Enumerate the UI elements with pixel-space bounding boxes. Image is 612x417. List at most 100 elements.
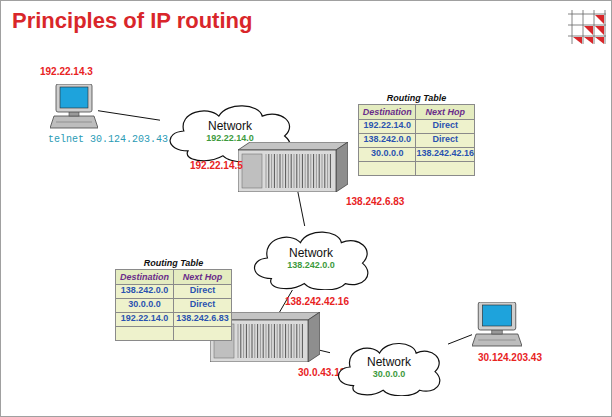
router-slot bbox=[268, 154, 269, 188]
router-slot bbox=[274, 324, 275, 358]
routing-table: Routing TableDestinationNext Hop138.242.… bbox=[115, 257, 232, 340]
table-cell: 138.242.0.0 bbox=[116, 285, 174, 299]
router-slot bbox=[282, 324, 283, 358]
router-side bbox=[308, 312, 320, 362]
router-top bbox=[238, 142, 348, 150]
network-address: 138.242.0.0 bbox=[287, 260, 335, 271]
router-slot bbox=[327, 154, 328, 188]
router-slot bbox=[299, 324, 300, 358]
table-cell bbox=[416, 162, 475, 176]
router-slot bbox=[271, 324, 272, 358]
router-slot bbox=[260, 324, 261, 358]
table-cell: Direct bbox=[416, 134, 475, 148]
router-symbol bbox=[238, 142, 348, 192]
router-slot bbox=[291, 154, 292, 188]
router-slot bbox=[302, 324, 303, 358]
ip-address: 192.22.14.3 bbox=[40, 66, 93, 77]
table-title: Routing Table bbox=[115, 257, 232, 269]
router-slot bbox=[313, 154, 314, 188]
computer-base bbox=[472, 334, 522, 346]
cloud-outline bbox=[255, 232, 368, 290]
computer-symbol bbox=[50, 84, 98, 130]
computer-base bbox=[50, 116, 98, 128]
router-slot bbox=[294, 154, 295, 188]
router-slot bbox=[266, 154, 267, 188]
routing-table: Routing TableDestinationNext Hop192.22.1… bbox=[358, 92, 475, 175]
slide-title: Principles of IP routing bbox=[12, 8, 252, 34]
table-cell: 192.22.14.0 bbox=[116, 313, 174, 327]
router-slot bbox=[249, 324, 250, 358]
table-cell: 138.242.6.83 bbox=[174, 313, 232, 327]
table-cell: Direct bbox=[174, 285, 232, 299]
router-slot bbox=[299, 154, 300, 188]
table-title: Routing Table bbox=[358, 92, 475, 104]
table-header-cell: Next Hop bbox=[416, 105, 475, 120]
router-slot bbox=[310, 154, 311, 188]
router-node: 192.22.14.5138.242.6.83 bbox=[238, 142, 348, 192]
table-cell: Direct bbox=[416, 120, 475, 134]
network-link bbox=[298, 192, 305, 226]
router-slot bbox=[257, 324, 258, 358]
table-cell: 30.0.0.0 bbox=[116, 299, 174, 313]
table-cell: 138.242.0.0 bbox=[359, 134, 416, 148]
router-slot bbox=[252, 324, 253, 358]
router-slot bbox=[266, 324, 267, 358]
network-name: Network bbox=[367, 355, 411, 369]
router-slot bbox=[240, 324, 241, 358]
router-front bbox=[238, 150, 336, 192]
router-panel bbox=[242, 154, 262, 188]
logo-grid bbox=[568, 10, 606, 44]
router-slot bbox=[263, 324, 264, 358]
table-cell bbox=[359, 162, 416, 176]
router-slot bbox=[288, 324, 289, 358]
router-slot bbox=[322, 154, 323, 188]
logo-marks bbox=[573, 15, 604, 44]
router-slot bbox=[280, 324, 281, 358]
table-header-cell: Destination bbox=[359, 105, 416, 120]
network-cloud: Network30.0.0.0 bbox=[330, 338, 448, 396]
router-slot bbox=[291, 324, 292, 358]
router-slot bbox=[271, 154, 272, 188]
router-slot bbox=[296, 324, 297, 358]
keyboard-line bbox=[56, 122, 92, 123]
cloud-text-group: Network138.242.0.0 bbox=[245, 226, 377, 290]
monitor-screen bbox=[482, 305, 511, 326]
router-slot bbox=[277, 154, 278, 188]
interface-address: 138.242.42.16 bbox=[285, 296, 349, 307]
table-cell bbox=[116, 327, 174, 341]
network-link bbox=[320, 350, 330, 352]
computer-node: 30.124.203.43 bbox=[472, 302, 522, 348]
router-side bbox=[336, 142, 348, 192]
router-slot bbox=[238, 324, 239, 358]
table-cell: 138.242.42.16 bbox=[416, 148, 475, 162]
router-front bbox=[210, 320, 308, 362]
router-slot bbox=[254, 324, 255, 358]
router-slot bbox=[296, 154, 297, 188]
monitor-body bbox=[478, 302, 516, 330]
cloud-text-group: Network30.0.0.0 bbox=[330, 338, 448, 396]
computer-symbol bbox=[472, 302, 522, 348]
router-slot bbox=[319, 154, 320, 188]
router-slot bbox=[330, 154, 331, 188]
router-panel bbox=[214, 324, 234, 358]
network-link bbox=[448, 335, 472, 344]
cloud-outline bbox=[338, 343, 439, 395]
table-cell bbox=[174, 327, 232, 341]
network-address: 192.22.14.0 bbox=[206, 133, 254, 144]
router-slot bbox=[288, 154, 289, 188]
table-grid: DestinationNext Hop138.242.0.0Direct30.0… bbox=[115, 269, 232, 341]
network-link bbox=[98, 111, 160, 121]
router-slot bbox=[285, 324, 286, 358]
interface-address: 192.22.14.5 bbox=[190, 160, 243, 171]
router-slot bbox=[274, 154, 275, 188]
command-text: telnet 30.124.203.43 bbox=[48, 134, 168, 145]
interface-address: 138.242.6.83 bbox=[346, 196, 404, 207]
router-slot bbox=[308, 154, 309, 188]
router-slot bbox=[282, 154, 283, 188]
router-slot bbox=[294, 324, 295, 358]
router-slot bbox=[302, 154, 303, 188]
table-cell: 30.0.0.0 bbox=[359, 148, 416, 162]
router-slot bbox=[285, 154, 286, 188]
router-slot bbox=[305, 154, 306, 188]
